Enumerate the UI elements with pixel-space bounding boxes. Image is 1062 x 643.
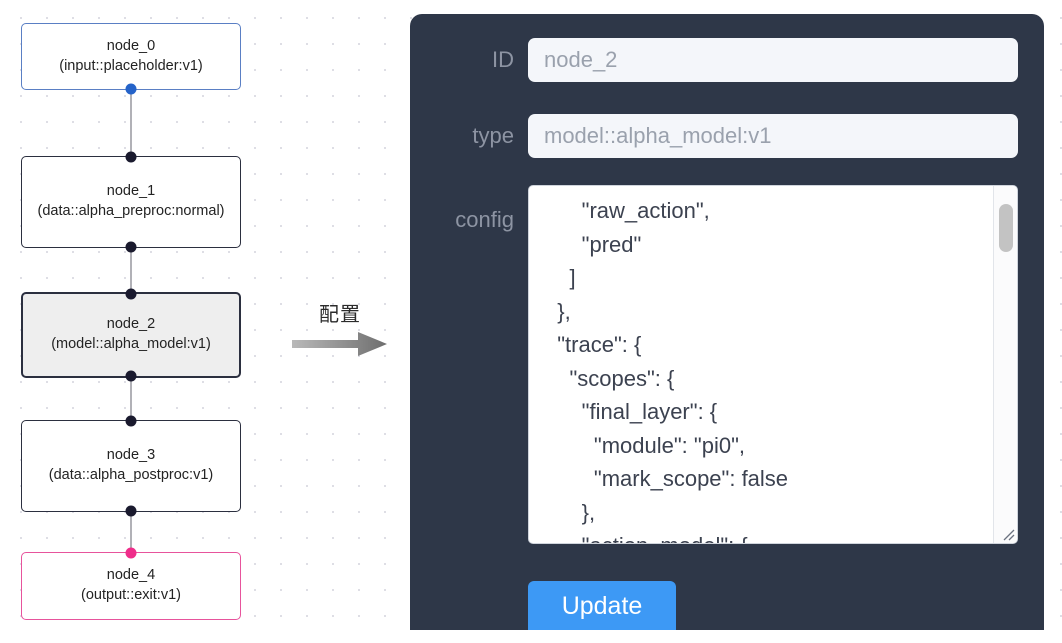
node-handle-source[interactable] <box>125 83 137 95</box>
update-button[interactable]: Update <box>528 581 676 630</box>
node-subtitle: (input::placeholder:v1) <box>59 57 203 74</box>
type-field-label: type <box>472 123 514 148</box>
node-handle-source[interactable] <box>125 241 137 253</box>
resize-grip-icon[interactable] <box>999 525 1015 541</box>
edge-node2-node3 <box>130 378 132 420</box>
node-config-panel: ID type config "raw_action", "pred" ] },… <box>410 14 1044 630</box>
id-field-label: ID <box>492 47 514 72</box>
node-title: node_2 <box>106 316 156 333</box>
flow-node-node_4[interactable]: node_4 (output::exit:v1) <box>21 547 241 620</box>
node-subtitle: (model::alpha_model:v1) <box>51 336 211 352</box>
flow-node-node_1[interactable]: node_1 (data::alpha_preproc:normal) <box>21 151 241 253</box>
flow-node-node_2[interactable]: node_2 (model::alpha_model:v1) <box>21 288 241 382</box>
flow-node-node_3[interactable]: node_3 (data::alpha_postproc:v1) <box>21 415 241 517</box>
node-handle-target[interactable] <box>125 547 137 559</box>
type-field-row: type <box>410 114 1044 158</box>
edge-node0-node1 <box>130 90 132 156</box>
node-handle-source[interactable] <box>125 505 137 517</box>
right-arrow-icon <box>292 331 388 362</box>
node-title: node_1 <box>106 183 156 200</box>
edge-node1-node2 <box>130 248 132 292</box>
config-field-label: config <box>455 207 514 232</box>
node-title: node_4 <box>106 567 156 584</box>
transition-label: 配置 <box>319 302 361 326</box>
config-textarea[interactable]: "raw_action", "pred" ] }, "trace": { "sc… <box>528 185 1018 544</box>
config-scrollbar-thumb[interactable] <box>999 204 1013 252</box>
node-title: node_3 <box>106 447 156 464</box>
node-handle-target[interactable] <box>125 415 137 427</box>
canvas-bottom-strip <box>0 630 1062 643</box>
node-handle-source[interactable] <box>125 370 137 382</box>
node-title: node_0 <box>106 37 156 54</box>
edge-node3-node4 <box>130 512 132 552</box>
node-subtitle: (data::alpha_postproc:v1) <box>48 467 214 483</box>
config-textarea-content[interactable]: "raw_action", "pred" ] }, "trace": { "sc… <box>557 198 789 543</box>
transition-annotation: 配置 <box>292 298 388 362</box>
type-input[interactable] <box>528 114 1018 158</box>
config-field-row: config "raw_action", "pred" ] }, "trace"… <box>410 185 1044 544</box>
id-input[interactable] <box>528 38 1018 82</box>
node-subtitle: (output::exit:v1) <box>81 587 181 603</box>
node-handle-target[interactable] <box>125 288 137 300</box>
config-scrollbar[interactable] <box>993 186 1017 543</box>
id-field-row: ID <box>410 38 1044 82</box>
node-handle-target[interactable] <box>125 151 137 163</box>
flow-node-node_0[interactable]: node_0 (input::placeholder:v1) <box>21 23 241 95</box>
node-subtitle: (data::alpha_preproc:normal) <box>37 203 225 219</box>
